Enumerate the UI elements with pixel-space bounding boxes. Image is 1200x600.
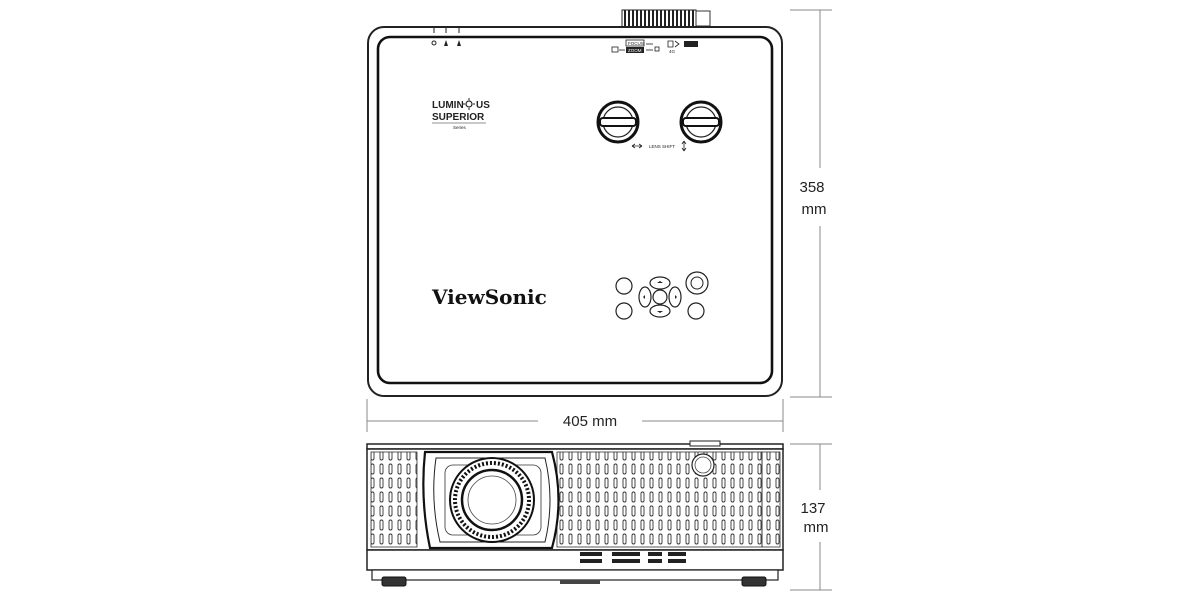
vent-grille-left <box>370 451 418 548</box>
sun-icon <box>463 98 475 110</box>
ir-sensor <box>691 453 715 477</box>
foot-left <box>381 576 407 587</box>
series-logo-line2: SUPERIOR <box>432 112 485 123</box>
zoom-label: ZOOM <box>628 48 642 53</box>
menu-button <box>615 277 633 295</box>
focus-label: FOCUS <box>628 41 644 46</box>
exit-button <box>687 302 705 320</box>
height-dimension: 137 mm <box>790 443 832 591</box>
input-button <box>615 302 633 320</box>
height-value: 137 <box>800 500 825 517</box>
series-logo: LUMIN US SUPERIOR Series <box>432 98 490 130</box>
focus-zoom-labels: FOCUS ZOOM 4G <box>611 39 698 54</box>
height-unit: mm <box>804 519 829 536</box>
lens-shift-knob-vertical <box>679 100 723 144</box>
depth-unit: mm <box>802 201 827 218</box>
power-button <box>685 271 709 295</box>
front-view <box>366 440 784 587</box>
width-label: 405 mm <box>563 413 617 430</box>
ok-button <box>652 289 668 305</box>
focus-ring-top <box>621 9 711 28</box>
vent-grille-right <box>556 451 763 548</box>
lens-shift-label-group: LENS SHIFT <box>631 140 687 152</box>
depth-dimension: 358 mm <box>790 9 832 398</box>
top-body-inner <box>376 35 774 385</box>
series-logo-line1-end: US <box>476 100 490 111</box>
brand-logo: ViewSonic <box>431 285 547 309</box>
lens-shift-knob-horizontal <box>596 100 640 144</box>
foot-right <box>741 576 767 587</box>
svg-text:4G: 4G <box>669 49 676 54</box>
lens-housing <box>422 450 560 550</box>
depth-value: 358 <box>799 179 824 196</box>
lens-shift-label: LENS SHIFT <box>649 144 675 149</box>
series-logo-line3: Series <box>453 125 467 130</box>
horizontal-arrows-icon <box>631 143 643 149</box>
control-keypad <box>615 271 709 320</box>
led-indicators <box>431 27 461 46</box>
vertical-arrows-icon <box>681 140 687 152</box>
series-logo-line1: LUMIN <box>432 100 464 111</box>
width-dimension: 405 mm <box>366 399 784 432</box>
top-view: FOCUS ZOOM 4G LUMIN US SUPERIOR <box>367 9 783 397</box>
